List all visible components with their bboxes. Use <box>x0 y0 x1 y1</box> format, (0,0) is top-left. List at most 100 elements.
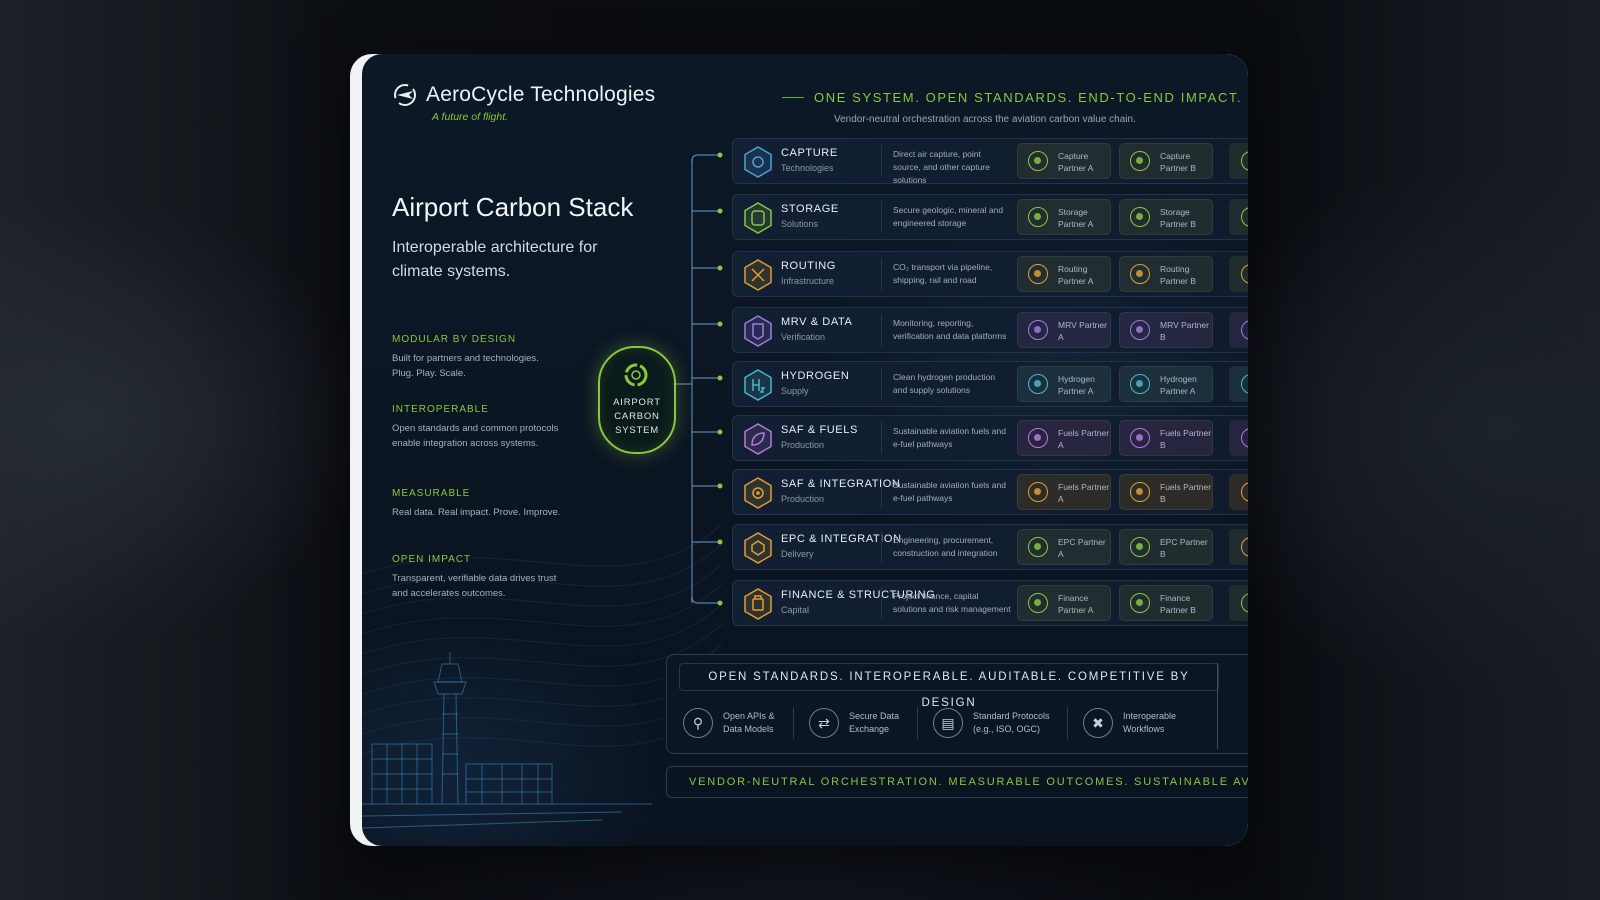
standard-secure-exchange[interactable]: ⇄ Secure Data Exchange <box>809 705 909 741</box>
standard-label: Interoperable Workflows <box>1123 711 1177 734</box>
partner-card[interactable]: Finance Partner B <box>1119 585 1213 621</box>
integration-hexagon-icon <box>744 477 772 509</box>
partner-leaf-icon <box>1130 374 1150 394</box>
standard-protocols[interactable]: ▤ Standard Protocols (e.g., ISO, OGC) <box>933 705 1057 741</box>
partner-card[interactable]: Fuels Partner A <box>1017 474 1111 510</box>
partner-card[interactable]: Capture Partner B <box>1119 143 1213 179</box>
partner-leaf-icon <box>1241 428 1248 448</box>
stack-row-finance[interactable]: FINANCE & STRUCTURING Capital Project fi… <box>732 580 1248 626</box>
airport-carbon-system-hub[interactable]: AIRPORT CARBON SYSTEM <box>598 346 676 454</box>
feature-interoperable: INTEROPERABLE Open standards and common … <box>392 404 562 451</box>
feature-title: MEASURABLE <box>392 488 471 499</box>
partner-card[interactable]: Storage Partner A <box>1017 199 1111 235</box>
feature-text: Real data. Real impact. Prove. Improve. <box>392 507 561 518</box>
aerocycle-logo-icon <box>394 84 416 106</box>
headline-banner: ONE SYSTEM. OPEN STANDARDS. END-TO-END I… <box>782 90 1242 105</box>
row-sub: Delivery <box>781 549 814 559</box>
partner-leaf-icon <box>1241 593 1248 613</box>
partner-label: Fuels Partner B <box>1160 428 1212 450</box>
row-description: Clean hydrogen production and supply sol… <box>893 372 996 395</box>
storage-hexagon-icon <box>744 202 772 234</box>
page-title: Airport Carbon Stack <box>392 192 634 222</box>
stack-row-routing[interactable]: ROUTING Infrastructure CO₂ transport via… <box>732 251 1248 297</box>
partner-card[interactable]: Fuels Partner B <box>1119 474 1213 510</box>
partner-leaf-icon <box>1028 374 1048 394</box>
row-divider <box>881 368 882 400</box>
stack-row-mrv-data[interactable]: MRV & DATA Verification Monitoring, repo… <box>732 307 1248 353</box>
partner-card[interactable]: Hydrogen Partner A <box>1017 366 1111 402</box>
row-sub: Production <box>781 440 825 450</box>
row-divider <box>881 422 882 454</box>
partner-leaf-icon <box>1241 264 1248 284</box>
partner-card[interactable]: MRV Partner B <box>1119 312 1213 348</box>
partner-card-cutoff[interactable] <box>1229 529 1248 565</box>
partner-leaf-icon <box>1028 320 1048 340</box>
finance-hexagon-icon <box>744 588 772 620</box>
partner-card[interactable]: Fuels Partner A <box>1017 420 1111 456</box>
partner-leaf-icon <box>1241 151 1248 171</box>
hub-label: AIRPORT CARBON SYSTEM <box>613 397 661 436</box>
headline-rule-left <box>782 97 804 98</box>
partner-card-cutoff[interactable] <box>1229 420 1248 456</box>
brand-tagline: A future of flight. <box>432 111 509 123</box>
row-description: Direct air capture, point source, and ot… <box>893 149 990 185</box>
stack-row-capture[interactable]: CAPTURE Technologies Direct air capture,… <box>732 138 1248 185</box>
partner-leaf-icon <box>1130 264 1150 284</box>
partner-card[interactable]: MRV Partner A <box>1017 312 1111 348</box>
infographic-frame: AeroCycle Technologies A future of fligh… <box>350 54 1248 846</box>
stack-row-epc-integration[interactable]: EPC & INTEGRATION Delivery Engineering, … <box>732 524 1248 570</box>
standard-label: Secure Data Exchange <box>849 711 900 734</box>
partner-label: MRV Partner A <box>1058 320 1107 342</box>
standard-open-apis[interactable]: ⚲ Open APIs & Data Models <box>683 705 787 741</box>
partner-leaf-icon <box>1028 482 1048 502</box>
stack-row-saf-fuels[interactable]: SAF & FUELS Production Sustainable aviat… <box>732 415 1248 461</box>
row-name: SAF & FUELS <box>781 424 858 436</box>
partner-card[interactable]: EPC Partner B <box>1119 529 1213 565</box>
partner-label: Hydrogen Partner A <box>1160 374 1197 396</box>
row-name: EPC & INTEGRATION <box>781 533 902 545</box>
row-name: ROUTING <box>781 260 836 272</box>
partner-card[interactable]: Capture Partner A <box>1017 143 1111 179</box>
partner-card[interactable]: Fuels Partner B <box>1119 420 1213 456</box>
partner-card[interactable]: Routing Partner B <box>1119 256 1213 292</box>
partner-card-cutoff[interactable] <box>1229 312 1248 348</box>
partner-card-cutoff[interactable] <box>1229 256 1248 292</box>
row-description: Project finance, capital solutions and r… <box>893 591 1011 614</box>
partner-card[interactable]: Finance Partner A <box>1017 585 1111 621</box>
standard-divider <box>793 707 794 739</box>
standard-divider <box>917 707 918 739</box>
partner-label: MRV Partner B <box>1160 320 1209 342</box>
fuels-hexagon-icon <box>744 423 772 455</box>
row-divider <box>881 258 882 290</box>
feature-text: Transparent, verifiable data drives trus… <box>392 573 557 599</box>
brand-name: AeroCycle Technologies <box>426 83 656 106</box>
partner-card-cutoff[interactable] <box>1229 366 1248 402</box>
footer-text: VENDOR-NEUTRAL ORCHESTRATION. MEASURABLE… <box>689 776 1248 788</box>
standard-divider <box>1067 707 1068 739</box>
stack-row-storage[interactable]: STORAGE Solutions Secure geologic, miner… <box>732 194 1248 240</box>
partner-card-cutoff[interactable] <box>1229 585 1248 621</box>
partner-card-cutoff[interactable] <box>1229 199 1248 235</box>
partner-card-cutoff[interactable] <box>1229 143 1248 179</box>
row-sub: Capital <box>781 605 810 615</box>
stack-row-hydrogen[interactable]: HYDROGEN Supply Clean hydrogen productio… <box>732 361 1248 407</box>
row-name: HYDROGEN <box>781 370 850 382</box>
partner-card[interactable]: Storage Partner B <box>1119 199 1213 235</box>
partner-label: Routing Partner A <box>1058 264 1094 286</box>
stack-row-saf-integration[interactable]: SAF & INTEGRATION Production Sustainable… <box>732 469 1248 515</box>
headline-subtext: Vendor-neutral orchestration across the … <box>834 114 1136 125</box>
partner-card[interactable]: EPC Partner A <box>1017 529 1111 565</box>
open-standards-panel: OPEN STANDARDS. INTEROPERABLE. AUDITABLE… <box>666 654 1248 754</box>
partner-leaf-icon <box>1130 482 1150 502</box>
row-description: Monitoring, reporting, verification and … <box>893 318 1007 341</box>
partner-leaf-icon <box>1130 320 1150 340</box>
partner-card[interactable]: Hydrogen Partner A <box>1119 366 1213 402</box>
partner-card-cutoff[interactable] <box>1229 474 1248 510</box>
row-sub: Supply <box>781 386 809 396</box>
row-sub: Technologies <box>781 163 834 173</box>
partner-card[interactable]: Routing Partner A <box>1017 256 1111 292</box>
standard-workflows[interactable]: ✖ Interoperable Workflows <box>1083 705 1189 741</box>
row-description: Sustainable aviation fuels and e-fuel pa… <box>893 480 1006 503</box>
brand-logo[interactable]: AeroCycle Technologies <box>392 82 655 108</box>
partner-label: EPC Partner B <box>1160 537 1208 559</box>
